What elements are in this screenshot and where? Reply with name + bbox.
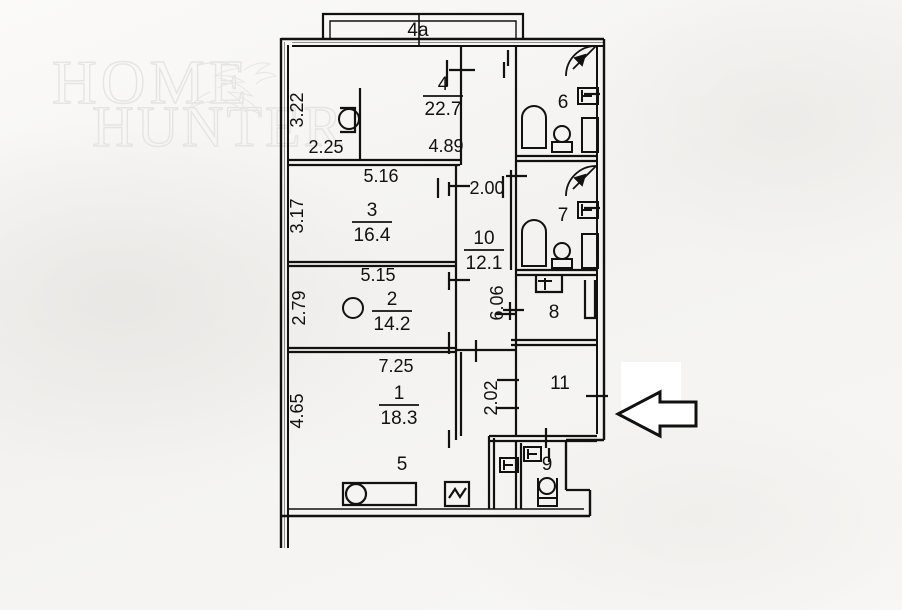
sink-icon bbox=[523, 446, 542, 462]
room-area: 22.7 bbox=[425, 99, 462, 120]
dimension-2-79: 2.79 bbox=[289, 290, 309, 325]
room-label-10: 10 12.1 bbox=[464, 228, 504, 274]
door-room-6 bbox=[565, 45, 597, 77]
sink-icon bbox=[538, 278, 552, 290]
room-label-3: 3 16.4 bbox=[352, 200, 392, 246]
room-area: 18.3 bbox=[381, 408, 418, 429]
dimension-5-15: 5.15 bbox=[360, 265, 395, 285]
stove-icon bbox=[443, 480, 471, 508]
room-label-11: 11 bbox=[550, 373, 570, 394]
room-number: 2 bbox=[387, 289, 398, 310]
room-label-4a: 4a bbox=[407, 20, 429, 41]
room-label-4: 4 22.7 bbox=[423, 74, 463, 120]
toilet-icon bbox=[537, 477, 558, 507]
bathtub-icon bbox=[521, 219, 547, 267]
toilet-icon bbox=[551, 242, 573, 269]
bathtub-icon bbox=[521, 105, 547, 149]
dimension-5-16: 5.16 bbox=[363, 166, 398, 186]
dimension-3-17: 3.17 bbox=[287, 198, 307, 233]
room-number: 10 bbox=[473, 228, 494, 249]
horizontal-dimensions: 2.25 4.89 5.16 2.00 5.15 7.25 bbox=[308, 136, 504, 376]
vertical-dimensions: 3.22 3.17 2.79 4.65 6.06 2.02 bbox=[287, 92, 507, 428]
room-label-8: 8 bbox=[549, 302, 560, 323]
opening-ticks bbox=[436, 50, 608, 462]
dimension-6-06: 6.06 bbox=[487, 285, 507, 320]
dimension-3-22: 3.22 bbox=[287, 92, 307, 127]
room-label-6: 6 bbox=[558, 92, 569, 113]
room-number: 1 bbox=[394, 383, 405, 404]
partition-stubs bbox=[340, 88, 597, 320]
room-number: 4 bbox=[438, 74, 449, 95]
sink-icon bbox=[338, 108, 360, 130]
sink-icon bbox=[577, 87, 599, 105]
sink-icon bbox=[581, 117, 599, 153]
sink-icon bbox=[577, 201, 599, 219]
sink-icon bbox=[581, 233, 599, 269]
interior-walls bbox=[288, 46, 597, 509]
room-label-7: 7 bbox=[558, 205, 569, 226]
sink-icon bbox=[342, 297, 364, 319]
eagle-icon bbox=[188, 61, 278, 116]
watermark: HOME HUNTER bbox=[51, 48, 345, 159]
room-area: 12.1 bbox=[466, 253, 503, 274]
plain-room-labels: 4a 5 6 7 8 9 11 bbox=[397, 20, 570, 475]
room-label-9: 9 bbox=[542, 454, 553, 475]
dimension-2-00: 2.00 bbox=[469, 178, 504, 198]
room-area: 14.2 bbox=[374, 314, 411, 335]
balcony-4a-outline bbox=[321, 12, 525, 47]
dimension-7-25: 7.25 bbox=[378, 356, 413, 376]
room-label-2: 2 14.2 bbox=[372, 289, 412, 335]
room-label-5: 5 bbox=[397, 454, 408, 475]
dimension-4-65: 4.65 bbox=[287, 393, 307, 428]
room-number: 3 bbox=[367, 200, 378, 221]
room-label-1: 1 18.3 bbox=[379, 383, 419, 429]
room-area: 16.4 bbox=[354, 225, 391, 246]
dimension-4-89: 4.89 bbox=[428, 136, 463, 156]
watermark-line1: HOME bbox=[52, 49, 251, 117]
room-labels: 1 18.3 2 14.2 3 16.4 4 22.7 10 bbox=[352, 74, 504, 429]
dimension-2-02: 2.02 bbox=[481, 380, 501, 415]
kitchen-counter-icon bbox=[341, 481, 418, 507]
watermark-line2: HUNTER bbox=[92, 94, 345, 159]
entrance-arrow[interactable] bbox=[614, 389, 698, 439]
door-room-7 bbox=[565, 165, 597, 197]
dimension-2-25: 2.25 bbox=[308, 137, 343, 157]
sink-icon bbox=[499, 457, 519, 473]
toilet-icon bbox=[551, 125, 573, 153]
